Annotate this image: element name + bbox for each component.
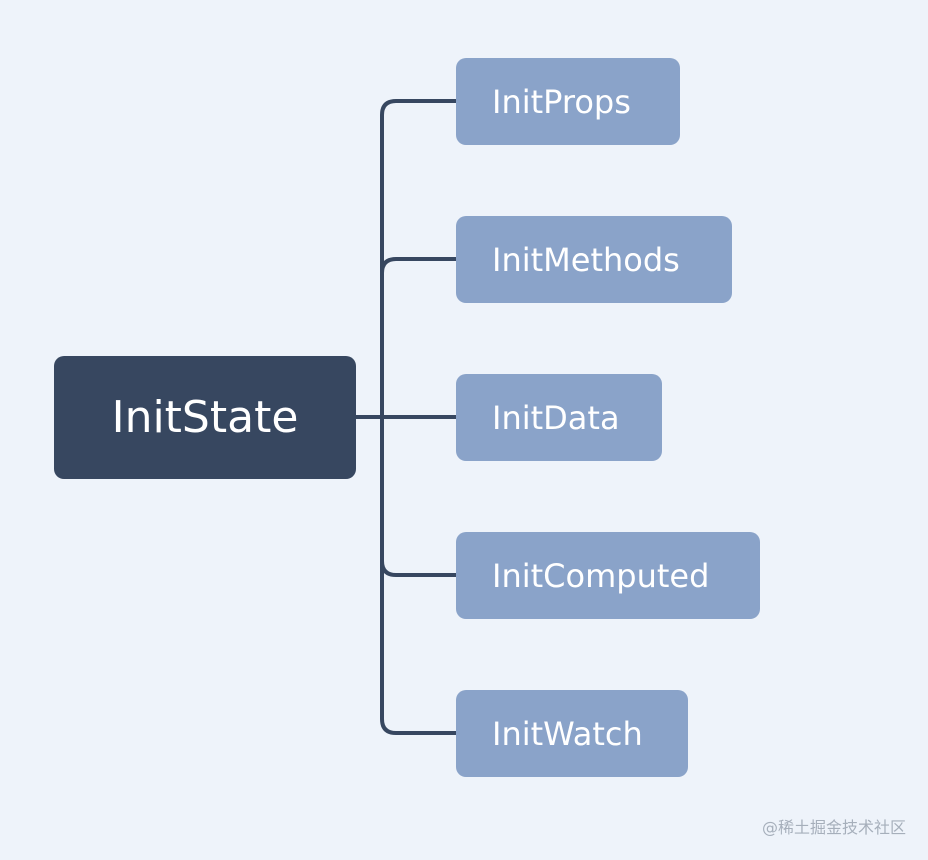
child-node-label: InitWatch xyxy=(492,714,643,753)
child-node-initwatch: InitWatch xyxy=(456,690,688,777)
connector-branch-computed xyxy=(380,559,458,577)
child-node-label: InitData xyxy=(492,398,620,437)
watermark-text: @稀土掘金技术社区 xyxy=(761,818,906,837)
child-node-label: InitComputed xyxy=(492,556,710,595)
child-node-initcomputed: InitComputed xyxy=(456,532,760,619)
child-node-label: InitProps xyxy=(492,82,631,121)
child-node-label: InitMethods xyxy=(492,240,680,279)
child-node-initmethods: InitMethods xyxy=(456,216,732,303)
root-node-label: InitState xyxy=(111,392,299,443)
child-node-initprops: InitProps xyxy=(456,58,680,145)
connector-branch-methods xyxy=(380,257,458,275)
root-node-initstate: InitState xyxy=(54,356,356,479)
child-node-initdata: InitData xyxy=(456,374,662,461)
